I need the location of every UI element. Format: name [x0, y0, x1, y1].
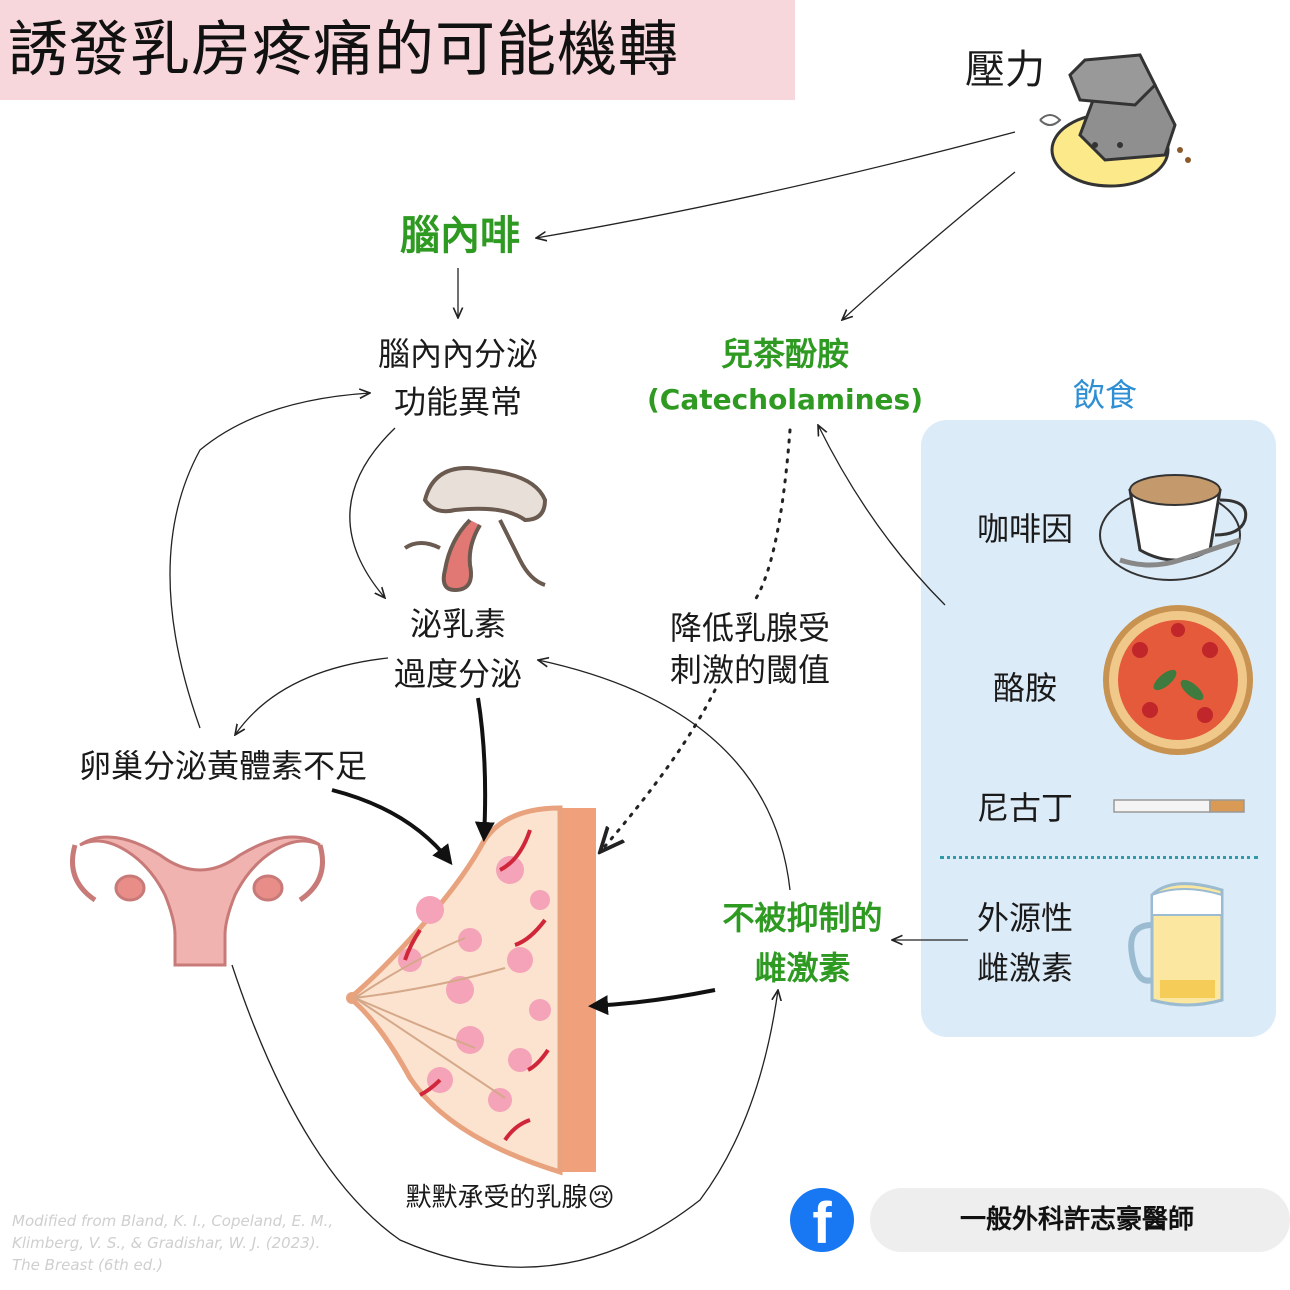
credit-line2: Klimberg, V. S., & Gradishar, W. J. (202…: [12, 1234, 321, 1252]
bold-arrows: [331, 697, 716, 1016]
thin-arrows: [169, 131, 1016, 1268]
source-credit: Modified from Bland, K. I., Copeland, E.…: [12, 1210, 372, 1276]
arrow-neuroendocrine-prolactin: [349, 427, 396, 598]
coffee-cup-icon: [1099, 474, 1248, 581]
breast-anatomy-illustration: [346, 805, 596, 1176]
stress-label: 壓力: [965, 47, 1045, 93]
diet-exogenous-line1: 外源性: [976, 899, 1073, 937]
facebook-search-bar[interactable]: [870, 1188, 1290, 1252]
neuroendocrine-line2: 功能異常: [393, 383, 522, 421]
page-title: 誘發乳房疼痛的可能機轉: [8, 15, 679, 85]
arrow-prolactin-ovary: [235, 657, 389, 735]
arrow-ovary-breast: [331, 788, 453, 866]
brain-pituitary-icon: [403, 466, 548, 593]
arrow-prolactin-breast: [474, 697, 495, 842]
credit-line1: Modified from Bland, K. I., Copeland, E.…: [12, 1212, 334, 1230]
facebook-logo-icon[interactable]: f: [790, 1188, 854, 1256]
diet-exogenous-line2: 雌激素: [976, 949, 1073, 987]
arrow-stress-endorphin: [536, 131, 1016, 238]
diet-title: 飲食: [1072, 376, 1137, 414]
threshold-line1: 降低乳腺受: [669, 609, 830, 647]
catecholamine-line2: (Catecholamines): [646, 383, 924, 416]
arrow-estrogen-prolactin: [538, 660, 791, 891]
arrow-ovary-neuroendocrine: [169, 393, 370, 729]
arrow-ovary-estrogen: [231, 964, 778, 1268]
neuroendocrine-line1: 腦內內分泌: [377, 335, 538, 373]
ovary-progesterone-label: 卵巢分泌黃體素不足: [78, 747, 367, 785]
arrow-catecholamine-breast-dotted: [600, 428, 792, 852]
beer-mug-icon: [1128, 882, 1224, 1007]
prolactin-line2: 過度分泌: [393, 655, 522, 693]
diet-tyramine: 酪胺: [992, 669, 1057, 707]
cigarette-icon: [1113, 799, 1245, 813]
endorphin-label: 腦內啡: [400, 213, 520, 259]
uterus-ovaries-icon: [70, 835, 325, 967]
breast-caption: 默默承受的乳腺😢: [405, 1183, 615, 1213]
threshold-line2: 刺激的閾值: [669, 651, 830, 689]
arrow-estrogen-breast: [588, 988, 716, 1016]
prolactin-line1: 泌乳素: [409, 605, 506, 643]
arrow-stress-catecholamine: [842, 171, 1016, 320]
credit-line3: The Breast (6th ed.): [12, 1256, 163, 1274]
stress-rocks-chick-icon: [1039, 53, 1191, 188]
diet-nicotine: 尼古丁: [976, 789, 1073, 827]
pizza-icon: [1103, 605, 1253, 755]
catecholamine-line1: 兒茶酚胺: [720, 335, 849, 373]
title-banner: [0, 0, 795, 100]
facebook-page-name: 一般外科許志豪醫師: [960, 1205, 1195, 1235]
diet-caffeine: 咖啡因: [976, 510, 1073, 548]
estrogen-line2: 雌激素: [754, 949, 851, 987]
estrogen-line1: 不被抑制的: [722, 899, 883, 937]
arrow-diet-catecholamine: [818, 425, 946, 606]
diet-divider: [940, 856, 1258, 859]
